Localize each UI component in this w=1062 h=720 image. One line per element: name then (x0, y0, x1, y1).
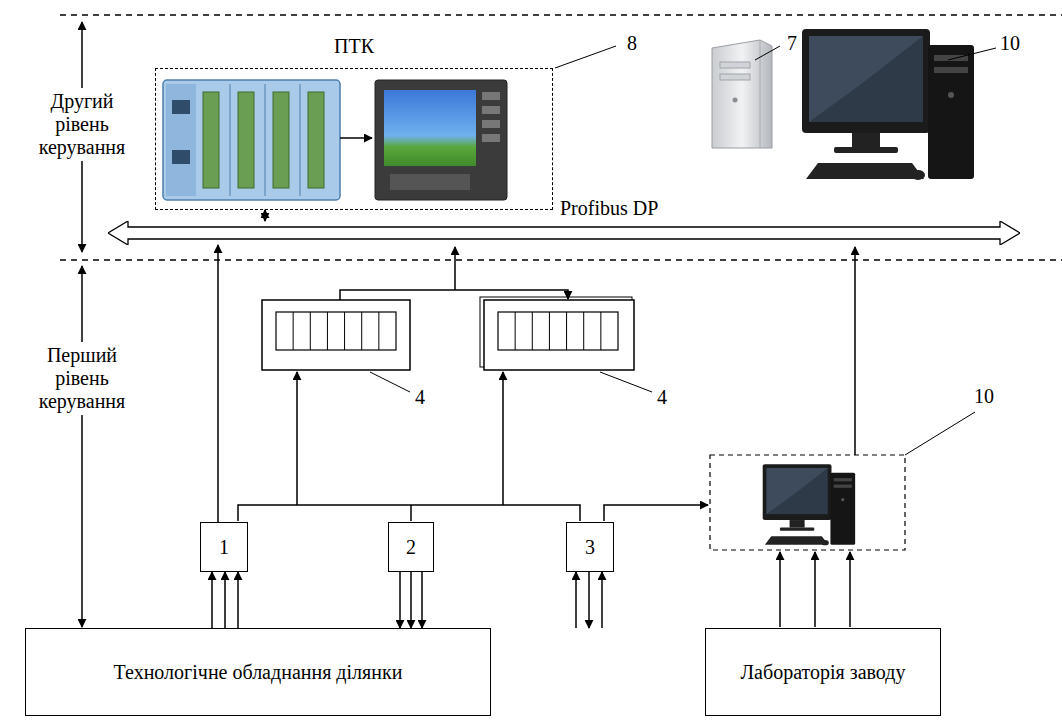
node-heading: ПТК (156, 35, 552, 58)
level-label: Другий рівень керування (22, 88, 142, 161)
node-text: Лабораторія заводу (741, 661, 906, 684)
callout-number: 8 (620, 32, 644, 55)
connector (237, 572, 239, 628)
connector (575, 572, 577, 628)
process-box: 2 (388, 522, 434, 572)
callout-number: 4 (650, 386, 674, 409)
connector (217, 245, 219, 522)
node-text: 2 (406, 536, 416, 559)
callout-number: 10 (968, 385, 1000, 408)
connector (399, 572, 401, 628)
plc-illustration (163, 80, 340, 200)
connector (224, 572, 226, 628)
node-heading: Profibus DP (560, 197, 658, 220)
panel-illustration (375, 80, 507, 200)
lab-box: Лабораторія заводу (705, 628, 941, 716)
connector (588, 572, 590, 628)
connector (601, 572, 603, 628)
connector (211, 572, 213, 628)
io-module (480, 297, 634, 370)
ptk-group: ПТК (155, 68, 553, 210)
node-text: 3 (585, 536, 595, 559)
connector (264, 210, 266, 221)
server-illustration (712, 40, 772, 148)
connector (421, 572, 423, 628)
io-module (262, 300, 410, 370)
pc-illustration (763, 464, 855, 545)
fieldbus: Profibus DP (108, 221, 1020, 245)
callout-number: 10 (994, 32, 1026, 55)
callout-number: 7 (780, 32, 804, 55)
callout-number: 4 (408, 386, 432, 409)
level-label: Перший рівень керування (22, 342, 142, 415)
equipment-box: Технологічне обладнання ділянки (25, 628, 491, 716)
node-text: 1 (219, 536, 229, 559)
process-box: 1 (200, 522, 248, 572)
pc-illustration (802, 29, 974, 180)
node-text: Технологічне обладнання ділянки (114, 661, 403, 684)
process-box: 3 (566, 522, 614, 572)
connector (410, 572, 412, 628)
bus-outline (108, 221, 1020, 245)
